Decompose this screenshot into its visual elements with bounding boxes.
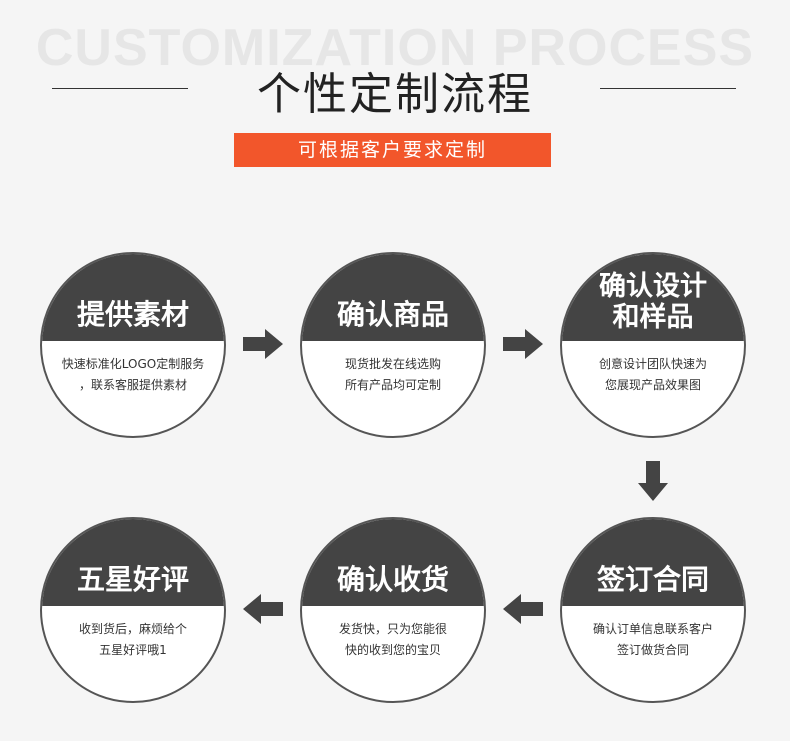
arrow-right-icon <box>243 329 283 359</box>
arrow-left-icon <box>243 594 283 624</box>
step-five-star-review: 五星好评 收到货后，麻烦给个 五星好评哦1 <box>40 517 226 703</box>
step-description: 确认订单信息联系客户 签订做货合同 <box>592 622 713 658</box>
title-divider-left <box>52 88 188 89</box>
arrow-left-icon <box>503 594 543 624</box>
arrow-right-icon <box>503 329 543 359</box>
step-title: 确认商品 <box>302 254 484 342</box>
background-title: CUSTOMIZATION PROCESS <box>35 19 755 77</box>
subtitle-banner: 可根据客户要求定制 <box>234 133 551 167</box>
step-description: 现货批发在线选购 所有产品均可定制 <box>344 357 441 393</box>
step-confirm-product: 确认商品 现货批发在线选购 所有产品均可定制 <box>300 252 486 438</box>
page-title: 个性定制流程 <box>257 69 533 120</box>
step-title: 确认设计 和样品 <box>562 254 744 342</box>
step-description: 创意设计团队快速为 您展现产品效果图 <box>598 357 707 393</box>
title-divider-right <box>600 88 736 89</box>
step-sign-contract: 签订合同 确认订单信息联系客户 签订做货合同 <box>560 517 746 703</box>
step-title: 提供素材 <box>42 254 224 342</box>
step-title: 确认收货 <box>302 519 484 607</box>
step-description: 收到货后，麻烦给个 五星好评哦1 <box>78 622 187 658</box>
step-title: 签订合同 <box>562 519 744 607</box>
arrow-down-icon <box>638 461 668 501</box>
step-description: 发货快，只为您能很 快的收到您的宝贝 <box>338 622 447 658</box>
step-confirm-design: 确认设计 和样品 创意设计团队快速为 您展现产品效果图 <box>560 252 746 438</box>
step-title: 五星好评 <box>42 519 224 607</box>
step-confirm-receipt: 确认收货 发货快，只为您能很 快的收到您的宝贝 <box>300 517 486 703</box>
step-provide-materials: 提供素材 快速标准化LOGO定制服务 ，联系客服提供素材 <box>40 252 226 438</box>
step-description: 快速标准化LOGO定制服务 ，联系客服提供素材 <box>61 357 205 393</box>
